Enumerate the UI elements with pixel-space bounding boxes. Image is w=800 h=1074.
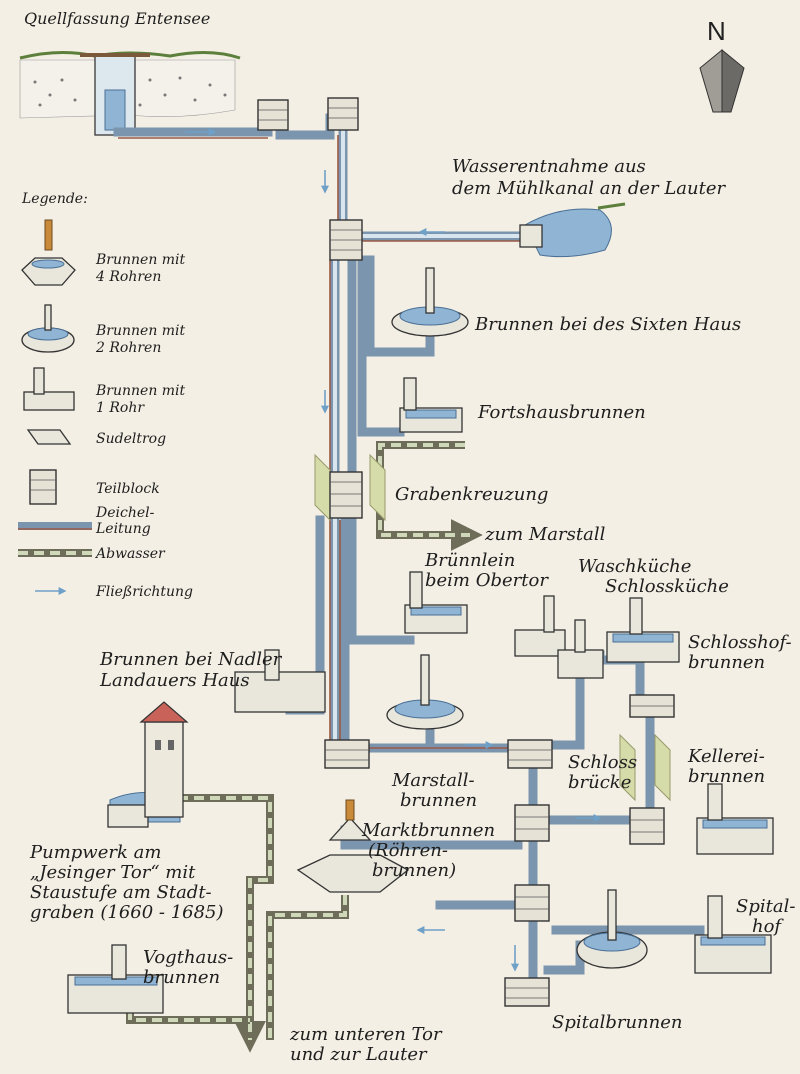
legend-label-2-rohren: Brunnen mit 2 Rohren bbox=[95, 323, 190, 356]
teilblock-8 bbox=[514, 804, 550, 842]
fountain-markt bbox=[296, 799, 410, 893]
spring-intake bbox=[19, 50, 241, 136]
teilblock-2 bbox=[327, 97, 359, 131]
teilblock-7 bbox=[629, 694, 675, 718]
label-schlossbruecke: Schloss brücke bbox=[568, 752, 643, 793]
fountain-spitalhof bbox=[694, 895, 772, 974]
label-zum-marstall: zum Marstall bbox=[484, 524, 606, 545]
teilblock-6 bbox=[507, 739, 553, 769]
deichel-pipes bbox=[113, 113, 705, 990]
label-vogthaus: Vogthaus- brunnen bbox=[143, 947, 239, 988]
legend-label-fliessrichtung: Fließrichtung bbox=[95, 584, 193, 600]
label-spitalhof: Spital- hof bbox=[736, 896, 800, 937]
fountain-schlosshof-left bbox=[514, 595, 566, 657]
fountain-schlosshof-center bbox=[557, 619, 604, 679]
teilblock-3 bbox=[329, 219, 363, 261]
legend-label-1-rohr: Brunnen mit 1 Rohr bbox=[95, 383, 190, 416]
teilblock-4 bbox=[329, 471, 363, 519]
legend-symbol-4-rohren bbox=[21, 219, 76, 286]
fountains bbox=[67, 267, 774, 1014]
label-grabenkreuzung: Grabenkreuzung bbox=[395, 484, 548, 505]
compass-arrow: N bbox=[699, 16, 745, 113]
legend-symbol-1-rohr bbox=[23, 367, 75, 411]
label-spitalbrunnen: Spitalbrunnen bbox=[552, 1012, 682, 1033]
legend-symbols bbox=[18, 219, 92, 595]
fountain-obertor bbox=[404, 571, 468, 634]
label-sixten: Brunnen bei des Sixten Haus bbox=[474, 314, 741, 335]
label-zum-unteren-tor: zum unteren Tor und zur Lauter bbox=[289, 1024, 447, 1065]
fountain-sixten bbox=[391, 267, 469, 337]
legend-symbol-2-rohren bbox=[21, 304, 75, 353]
label-marktbrunnen: Marktbrunnen (Röhren- brunnen) bbox=[361, 820, 501, 881]
label-bruennlein: Brünnlein beim Obertor bbox=[424, 550, 549, 591]
label-pumpwerk: Pumpwerk am „Jesinger Tor“ mit Staustufe… bbox=[29, 842, 224, 923]
teilblock-9 bbox=[629, 807, 665, 845]
legend-title: Legende: bbox=[21, 191, 88, 207]
teilblock-10 bbox=[514, 884, 550, 922]
legend-symbol-teilblock bbox=[29, 469, 57, 505]
legend-label-abwasser: Abwasser bbox=[94, 546, 166, 562]
label-marstallbrunnen: Marstall- brunnen bbox=[391, 770, 480, 811]
flow-arrows bbox=[185, 128, 602, 972]
teilblock-11 bbox=[504, 977, 550, 1007]
teilblock-1 bbox=[257, 99, 289, 131]
label-nadler: Brunnen bei Nadler Landauers Haus bbox=[99, 649, 287, 691]
river-intake bbox=[519, 202, 626, 258]
fountain-marstall bbox=[386, 654, 464, 730]
compass-letter: N bbox=[707, 16, 726, 46]
label-waschkueche: Waschküche bbox=[578, 556, 691, 577]
legend-label-teilblock: Teilblock bbox=[96, 481, 160, 497]
fountain-nadler bbox=[234, 649, 326, 713]
label-fortshaus: Fortshausbrunnen bbox=[477, 402, 646, 423]
label-schlosskueche: Schlossküche bbox=[605, 576, 729, 597]
legend-symbol-deichel bbox=[18, 522, 92, 530]
label-kellerei: Kellerei- brunnen bbox=[687, 746, 771, 787]
legend-label-sudeltrog: Sudeltrog bbox=[96, 431, 166, 447]
distribution-blocks bbox=[257, 97, 675, 1007]
pumpwerk bbox=[107, 701, 189, 828]
legend-label-4-rohren: Brunnen mit 4 Rohren bbox=[95, 252, 190, 285]
fountain-kellerei bbox=[696, 783, 774, 855]
legend-symbol-sudeltrog bbox=[26, 429, 72, 445]
label-wasserentnahme: Wasserentnahme aus dem Mühlkanal an der … bbox=[452, 156, 726, 199]
fountain-fortshaus bbox=[399, 377, 463, 433]
label-quellfassung: Quellfassung Entensee bbox=[24, 9, 210, 28]
label-schlosshof: Schlosshof- brunnen bbox=[688, 632, 797, 673]
teilblock-5 bbox=[324, 739, 370, 769]
fountain-schlosshof-right bbox=[606, 597, 680, 663]
legend-label-deichel: Deichel- Leitung bbox=[95, 505, 159, 537]
grabenkreuzung-walls bbox=[314, 453, 671, 802]
fountain-spital bbox=[576, 889, 648, 969]
text-labels: Legende: Brunnen mit 4 Rohren Brunnen mi… bbox=[21, 9, 800, 1065]
fountain-vogthaus bbox=[67, 944, 164, 1014]
